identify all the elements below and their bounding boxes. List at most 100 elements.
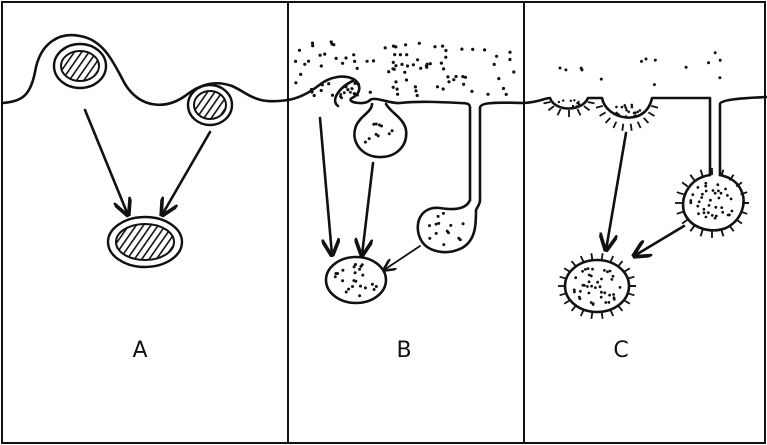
stipple-dot <box>414 85 417 88</box>
coat-bristle <box>677 192 684 194</box>
bud-vesicle-b <box>354 104 406 157</box>
coat-bristle <box>577 109 580 115</box>
stipple-dot <box>719 59 722 62</box>
stipple-dot <box>414 89 417 92</box>
stipple-dot <box>708 204 711 207</box>
stipple-dot <box>625 109 628 112</box>
stipple-dot <box>573 99 575 101</box>
coat-bristle <box>584 106 590 110</box>
stipple-dot <box>612 275 615 278</box>
stipple-dot <box>320 89 323 92</box>
vesicle-c <box>565 260 629 312</box>
tube-particles-c <box>689 182 733 220</box>
panel-label-a: A <box>132 338 147 363</box>
vesicle-particles-b <box>334 263 378 297</box>
stipple-dot <box>412 63 415 66</box>
stipple-dot <box>608 301 611 304</box>
stipple-dot <box>392 86 395 89</box>
stipple-dot <box>356 67 359 70</box>
stipple-dot <box>591 268 594 271</box>
stipple-dot <box>631 104 634 107</box>
coat-bristle <box>588 102 595 103</box>
stipple-dot <box>645 58 648 61</box>
stipple-dot <box>344 56 347 59</box>
stipple-dot <box>349 91 352 94</box>
stipple-dot <box>731 210 734 213</box>
stipple-dot <box>603 291 606 294</box>
coat-bristle <box>690 226 694 232</box>
stipple-dot <box>447 80 450 83</box>
stipple-dot <box>587 267 590 270</box>
stipple-dot <box>619 286 622 289</box>
stipple-dot <box>351 285 354 288</box>
stipple-dot <box>592 303 595 306</box>
coat-bristle <box>638 122 641 128</box>
stipple-dot <box>371 283 374 286</box>
stipple-dot <box>654 59 657 62</box>
stipple-dot <box>346 88 349 91</box>
stipple-dot <box>698 200 701 203</box>
stipple-dot <box>574 276 577 279</box>
stipple-dot <box>394 64 397 67</box>
stipple-dot <box>388 132 391 135</box>
stipple-dot <box>396 88 399 91</box>
stipple-dot <box>347 288 350 291</box>
stipple-dot <box>418 42 421 45</box>
arrow-a2 <box>162 132 210 215</box>
arrow-b2 <box>362 163 373 255</box>
stipple-dot <box>460 48 463 51</box>
membrane-b-2 <box>480 103 524 200</box>
stipple-dot <box>361 274 364 277</box>
stipple-dot <box>700 196 703 199</box>
stipple-dot <box>440 62 443 65</box>
stipple-dot <box>403 71 406 74</box>
stipple-dot <box>720 192 723 195</box>
stipple-dot <box>303 63 306 66</box>
stipple-dot <box>562 99 564 101</box>
tubule-vesicle-b <box>418 200 480 252</box>
stipple-dot <box>701 193 704 196</box>
stipple-dot <box>330 40 333 43</box>
coat-bristle <box>701 230 703 237</box>
stipple-dot <box>454 75 457 78</box>
stipple-dot <box>334 275 337 278</box>
stipple-dot <box>621 106 624 109</box>
stipple-dot <box>615 106 618 109</box>
stipple-dot <box>584 268 587 271</box>
stipple-dot <box>704 185 707 188</box>
stipple-dot <box>343 91 346 94</box>
stipple-dot <box>429 62 432 65</box>
stipple-dot <box>497 77 500 80</box>
stipple-dot <box>623 104 626 107</box>
coat-bristle <box>600 112 606 116</box>
stipple-dot <box>394 80 397 83</box>
coat-bristle <box>648 112 654 116</box>
stipple-dot <box>608 294 611 297</box>
stipple-dot <box>705 216 708 219</box>
coat-bristle <box>558 109 561 115</box>
clathrin-coats-c <box>544 102 750 319</box>
stipple-dot <box>352 53 355 56</box>
stipple-dot <box>335 57 338 60</box>
stipple-dot <box>639 109 642 112</box>
stipple-dot <box>714 217 717 220</box>
stipple-dot <box>323 53 326 56</box>
stipple-dot <box>441 45 444 48</box>
stipple-dot <box>406 64 409 67</box>
stipple-dot <box>610 278 613 281</box>
stipple-dot <box>717 190 720 193</box>
vesicle-a <box>108 217 182 267</box>
stipple-dot <box>446 75 449 78</box>
stipple-dot <box>353 60 356 63</box>
coat-bristle <box>690 175 694 181</box>
stipple-dot <box>580 67 583 70</box>
stipple-dot <box>716 183 719 186</box>
stipple-dot <box>428 237 431 240</box>
stipple-dot <box>600 278 603 281</box>
stipple-dot <box>341 62 344 65</box>
stipple-dot <box>596 281 599 284</box>
stipple-dot <box>428 224 431 227</box>
stipple-dot <box>399 53 402 56</box>
stipple-dot <box>703 211 706 214</box>
